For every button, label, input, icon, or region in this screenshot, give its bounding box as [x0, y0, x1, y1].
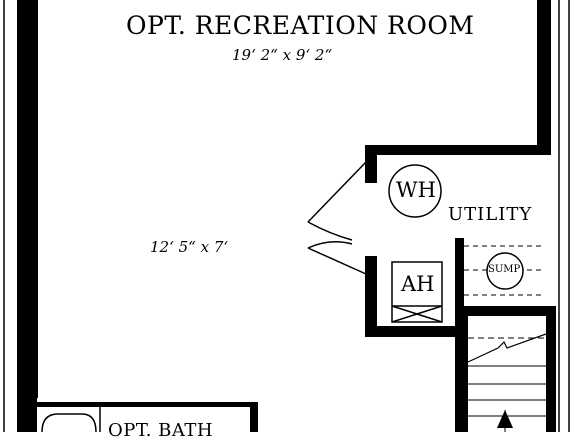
stairs: [467, 333, 547, 432]
bath-fixtures: [41, 407, 101, 433]
utility-top-wall: [367, 145, 551, 155]
water-heater-label: WH: [396, 178, 436, 202]
utility-left-wall-lower: [365, 256, 377, 336]
utility-left-wall-upper: [365, 145, 377, 183]
sump-label: SUMP: [488, 264, 521, 275]
right-exterior-wall: [537, 0, 551, 150]
outline-lines: [3, 0, 570, 432]
recreation-room-name: OPT. RECREATION ROOM: [126, 11, 475, 40]
bath-top-wall: [37, 402, 258, 407]
floor-plan-drawing: [3, 0, 570, 433]
utility-double-door: [307, 161, 367, 275]
utility-bottom-wall: [365, 326, 463, 337]
stair-right-wall: [546, 306, 556, 432]
air-handler-label: AH: [401, 272, 435, 296]
recreation-room-dimensions: 19‘ 2“ x 9‘ 2“: [232, 46, 333, 64]
stair-top-wall: [461, 306, 552, 316]
utility-partition-wall: [455, 238, 464, 337]
stair-direction-arrow: [497, 410, 513, 428]
bath-room-name: OPT. BATH: [108, 420, 214, 441]
bath-vanity-sink: [41, 413, 97, 433]
bath-right-wall: [250, 402, 258, 432]
walls: [17, 0, 556, 432]
stair-left-wall: [455, 306, 468, 432]
utility-room-name: UTILITY: [448, 204, 533, 225]
left-exterior-wall: [17, 0, 38, 398]
bottom-left-wall: [17, 396, 37, 432]
water-heater-symbol: [388, 164, 442, 218]
floor-plan: OPT. RECREATION ROOM 19‘ 2“ x 9‘ 2“ 12‘ …: [3, 0, 570, 441]
sump-pit-symbol: [486, 252, 524, 290]
air-handler-symbol: [391, 261, 443, 323]
lower-area-dimensions: 12‘ 5“ x 7‘: [150, 238, 229, 256]
